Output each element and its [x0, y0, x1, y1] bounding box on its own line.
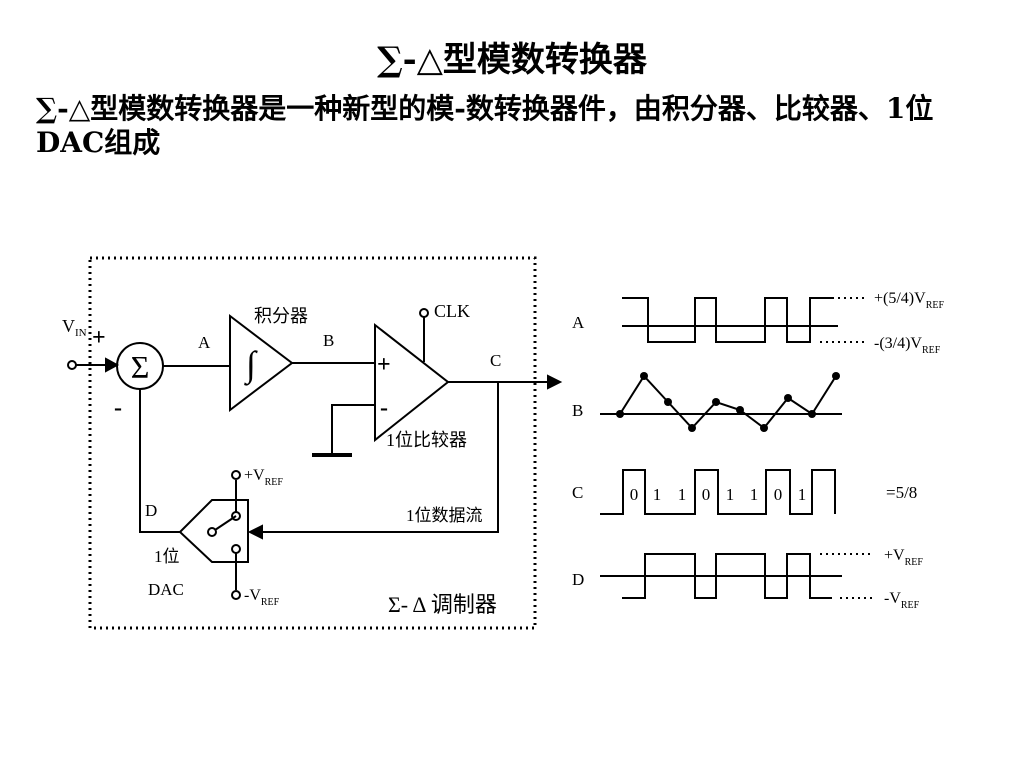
input-terminal [67, 360, 77, 370]
waveform-c-label: C [572, 483, 583, 502]
waveform-b-label: B [572, 401, 583, 420]
waveform-d-label: D [572, 570, 584, 589]
comparator-minus-sign: - [380, 395, 388, 421]
comparator-label: 1位比较器 [386, 430, 467, 450]
node-d-label: D [145, 501, 157, 520]
waveform-d-low-label: -VREF [884, 590, 920, 611]
integrator-label: 积分器 [254, 306, 308, 326]
sigma-icon: Σ [131, 349, 150, 385]
waveform-a [622, 297, 832, 343]
vin-label: VIN [62, 316, 87, 339]
dac-vref-pos-label: +VREF [244, 467, 283, 488]
feedback-minus-sign: - [114, 395, 122, 421]
comparator-triangle [374, 322, 450, 443]
c-bit-7: 1 [798, 485, 807, 504]
c-bit-4: 1 [726, 485, 735, 504]
waveform-d-high-label: +VREF [884, 547, 923, 568]
integral-icon: ∫ [244, 344, 258, 386]
slide-body-text: ∑-△型模数转换器是一种新型的模-数转换器件，由积分器、比较器、1位DAC组成 [36, 92, 934, 159]
clk-label: CLK [434, 301, 470, 321]
dac-label-line1: 1位 [154, 547, 180, 566]
waveform-a-label: A [572, 313, 585, 332]
c-bit-2: 1 [678, 485, 687, 504]
dac-label-line2: DAC [148, 580, 184, 599]
input-plus-sign: + [92, 325, 106, 351]
modulator-boundary [88, 256, 537, 630]
node-a-label: A [198, 333, 211, 352]
waveform-a-low-label: -(3/4)VREF [874, 335, 941, 356]
integrator-triangle [229, 313, 294, 413]
comparator-plus-sign: + [377, 352, 391, 378]
waveform-b [619, 374, 837, 430]
bitstream-label: 1位数据流 [406, 506, 483, 525]
c-ratio-label: =5/8 [886, 483, 917, 502]
dac-vref-neg-label: -VREF [244, 587, 280, 608]
c-bit-3: 0 [702, 485, 711, 504]
waveform-c [600, 469, 836, 515]
c-bit-1: 1 [653, 485, 662, 504]
c-bit-5: 1 [750, 485, 759, 504]
waveform-d [622, 553, 832, 599]
slide-title: ∑-△型模数转换器 [377, 40, 647, 80]
modulator-caption: Σ- Δ 调制器 [388, 592, 497, 617]
c-bit-6: 0 [774, 485, 783, 504]
c-bit-0: 0 [630, 485, 639, 504]
node-c-label: C [490, 351, 501, 370]
waveform-a-high-label: +(5/4)VREF [874, 290, 944, 311]
dac-switch-box [178, 499, 249, 563]
clk-terminal [419, 308, 429, 318]
node-b-label: B [323, 331, 334, 350]
